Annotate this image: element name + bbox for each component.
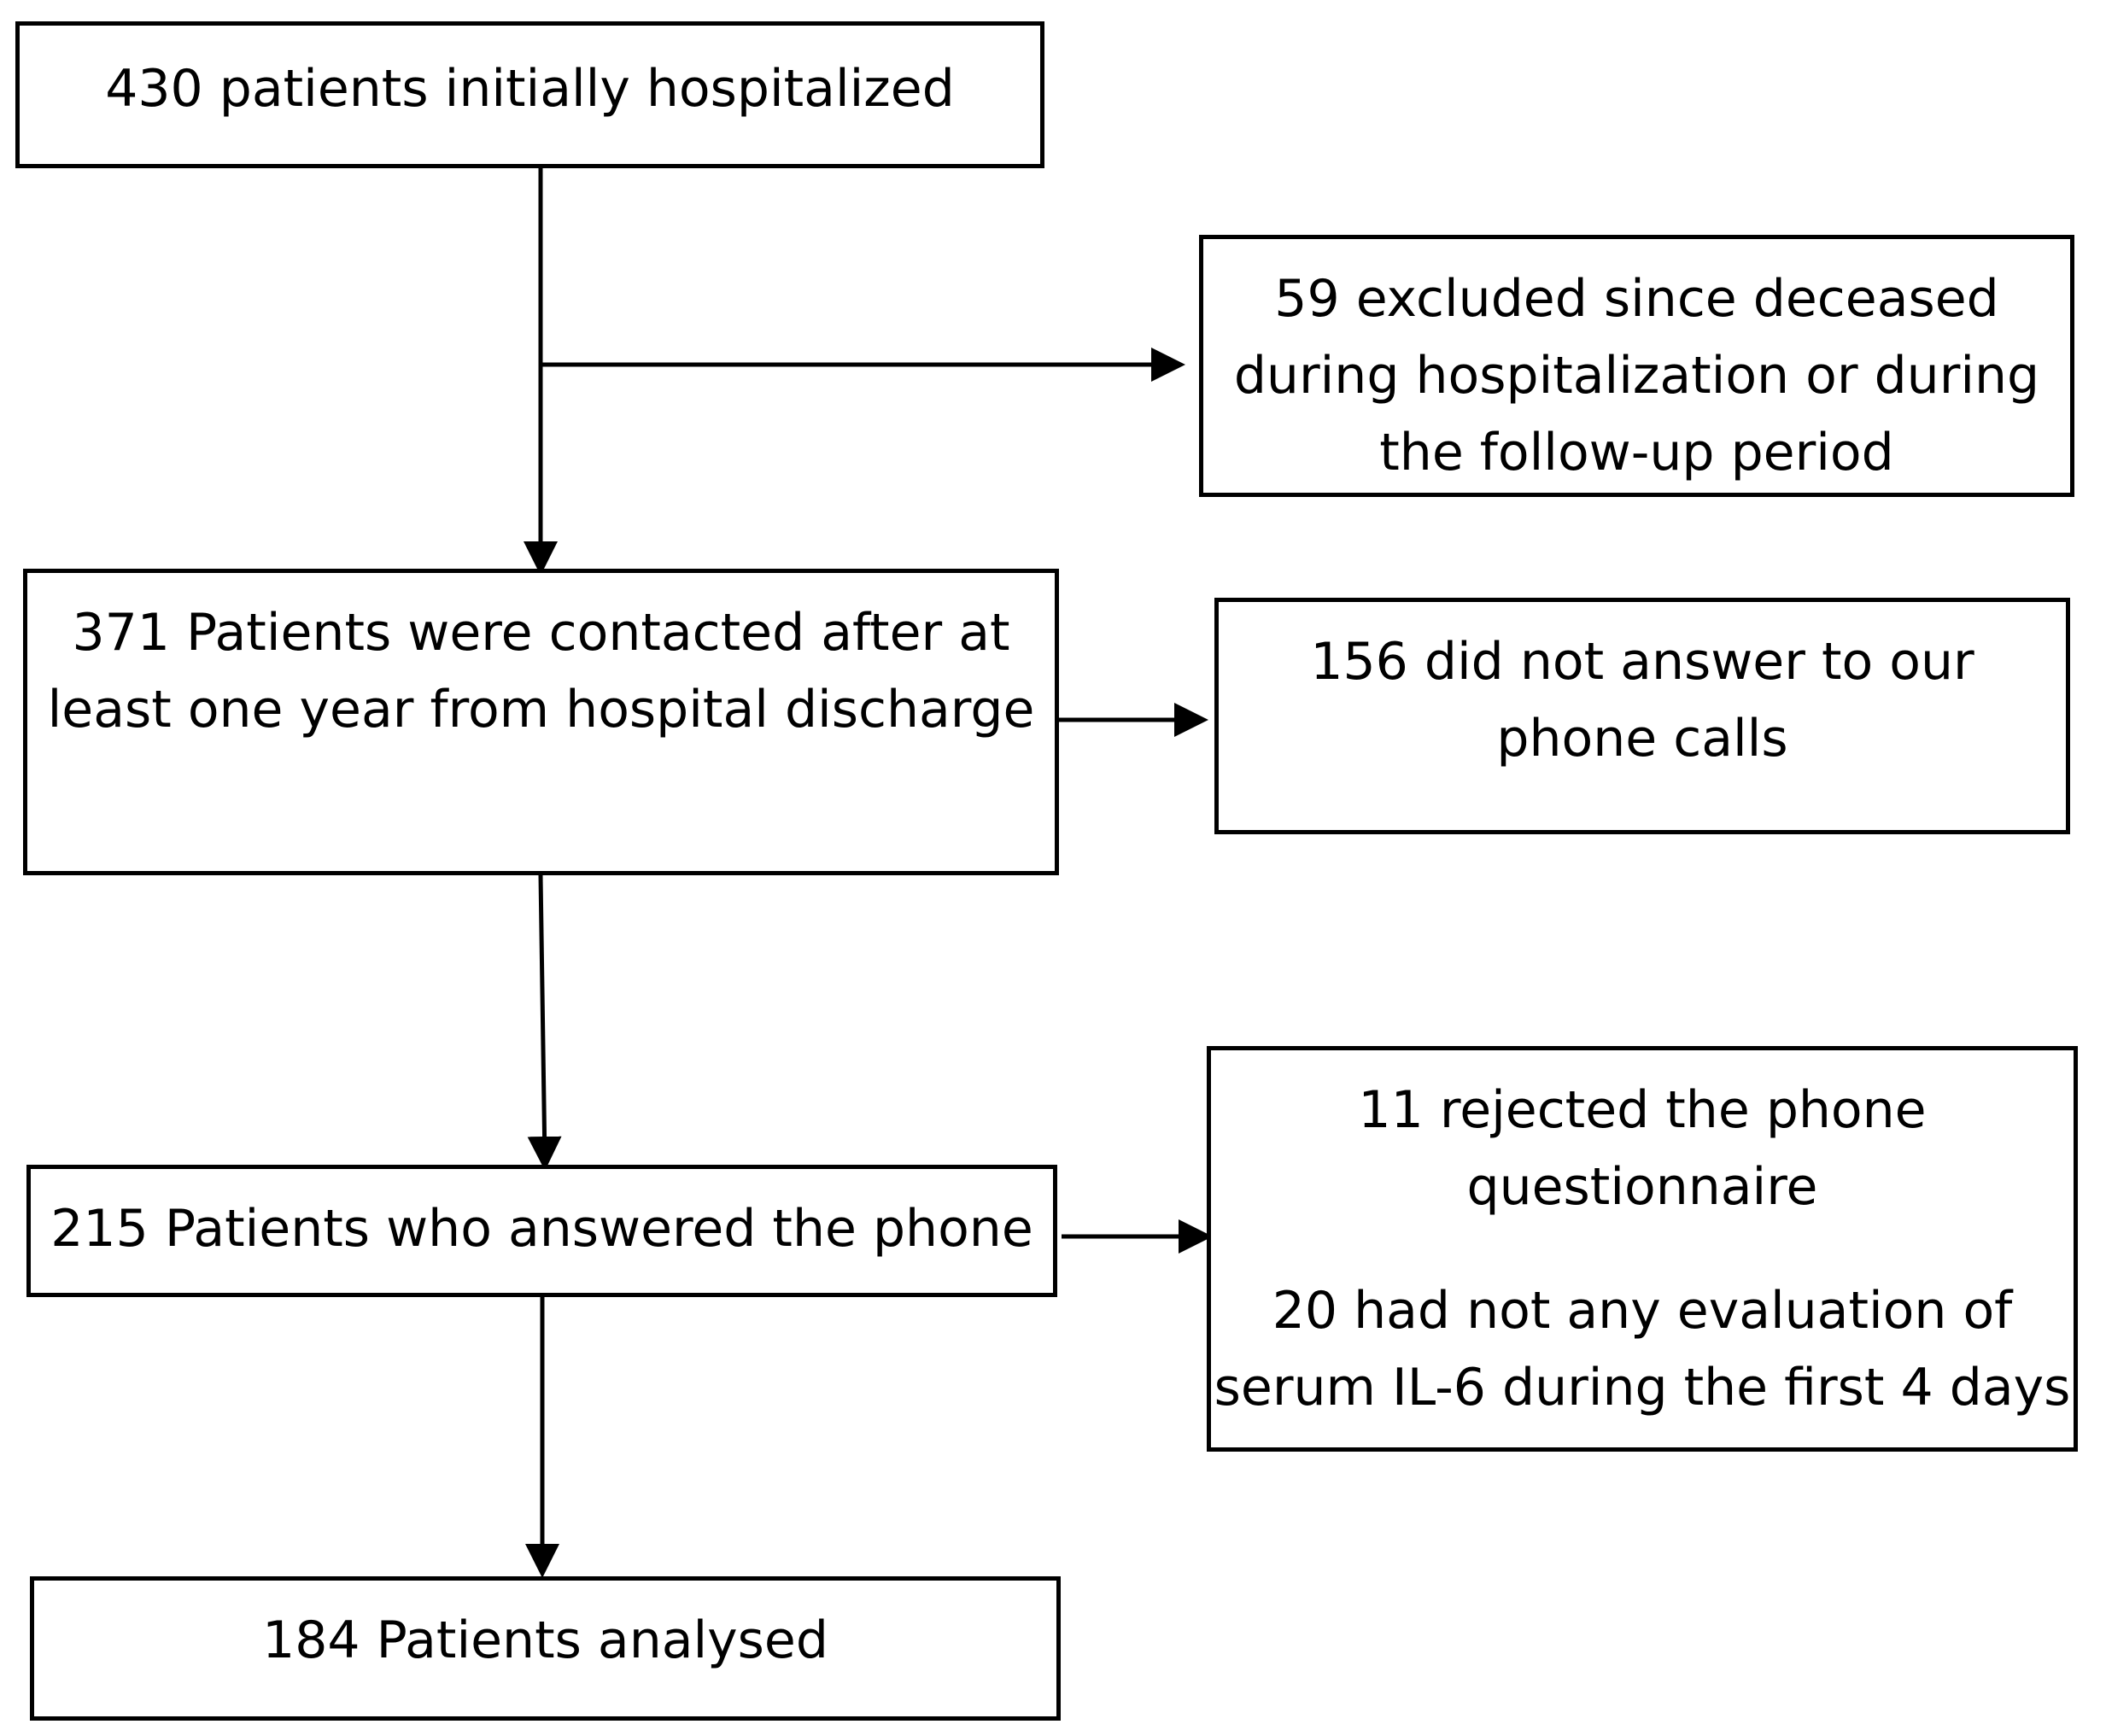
box-patients-contacted-line-1: 371 Patients were contacted after at <box>72 603 1010 663</box>
box-rejected-questionnaire-line-4: serum IL-6 during the first 4 days <box>1214 1358 2071 1417</box>
box-excluded-deceased-line-2: during hospitalization or during <box>1233 346 2040 406</box>
box-patients-analysed: 184 Patients analysed <box>30 1576 1061 1721</box>
box-excluded-deceased-line-3: the follow-up period <box>1379 423 1894 482</box>
box-did-not-answer-line-2: phone calls <box>1496 709 1788 769</box>
box-answered-phone: 215 Patients who answered the phone <box>26 1165 1057 1297</box>
box-patients-contacted-line-2: least one year from hospital discharge <box>47 680 1035 739</box>
box-answered-phone-line-1: 215 Patients who answered the phone <box>50 1199 1033 1259</box>
box-rejected-questionnaire-line-1: 11 rejected the phone <box>1358 1080 1927 1140</box>
box-rejected-questionnaire-line-2: questionnaire <box>1466 1157 1818 1217</box>
box-did-not-answer: 156 did not answer to our phone calls <box>1214 598 2070 834</box>
box-patients-analysed-line-1: 184 Patients analysed <box>262 1610 828 1670</box>
arrow-contacted-to-answered <box>527 874 562 1171</box>
box-rejected-questionnaire-line-3: 20 had not any evaluation of <box>1272 1281 2013 1341</box>
box-initially-hospitalized-line-1: 430 patients initially hospitalized <box>105 59 955 119</box>
box-excluded-deceased: 59 excluded since deceased during hospit… <box>1199 235 2074 497</box>
box-initially-hospitalized: 430 patients initially hospitalized <box>15 21 1044 168</box>
box-did-not-answer-line-1: 156 did not answer to our <box>1310 632 1974 692</box>
box-rejected-questionnaire: 11 rejected the phone questionnaire 20 h… <box>1207 1046 2078 1452</box>
box-patients-contacted: 371 Patients were contacted after at lea… <box>23 569 1059 875</box>
box-excluded-deceased-line-1: 59 excluded since deceased <box>1274 269 1999 329</box>
